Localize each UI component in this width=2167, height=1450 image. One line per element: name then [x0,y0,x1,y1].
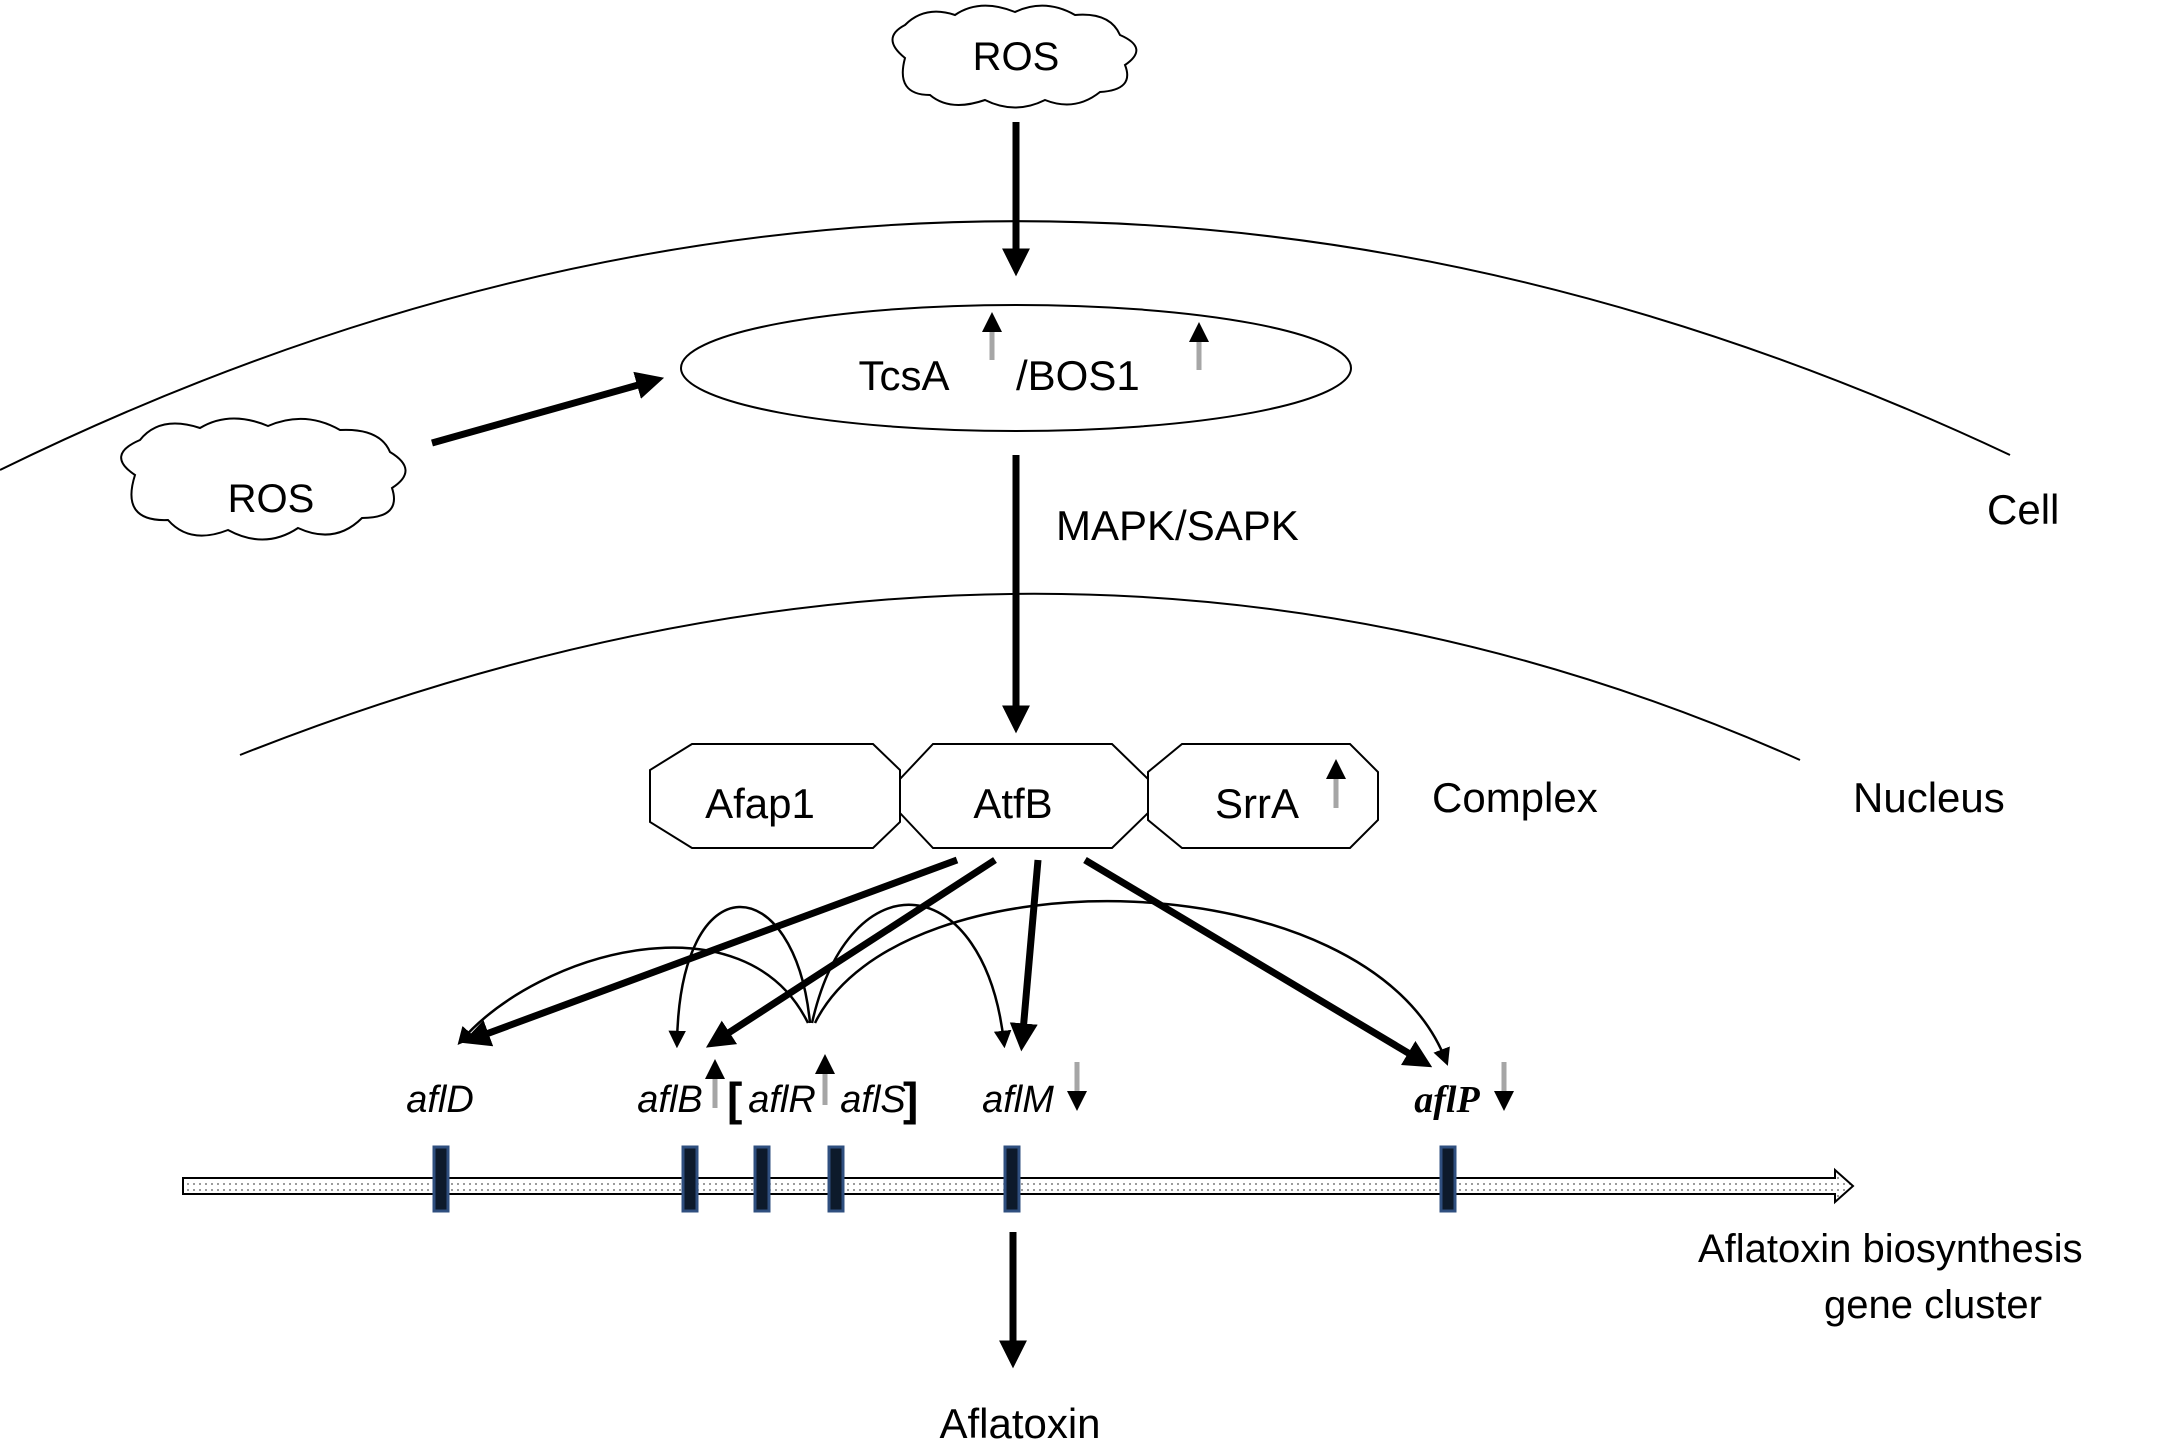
aflr-label: aflR [748,1079,816,1121]
afap1-box [649,743,901,849]
afls-label: aflS [840,1079,905,1121]
arc-aflr-to-aflb [668,905,812,1049]
nucleus-label: Nucleus [1853,774,2005,821]
cell-label: Cell [1987,486,2059,533]
complex-label: Complex [1432,774,1598,821]
aflm-gene-marker [1003,1145,1021,1213]
afap1-label: Afap1 [705,780,815,827]
cluster-label-line1: Aflatoxin biosynthesis [1698,1227,2083,1271]
aflr-afls-bracket-open: [ [727,1073,742,1125]
nuclear-membrane [239,592,1801,761]
arc-aflr-to-aflp [813,899,1450,1066]
srra-box [1147,743,1379,849]
cluster-label-line2: gene cluster [1824,1283,2042,1327]
arrow-ros-left-to-receptor [431,371,665,447]
aflm-label: aflM [982,1079,1054,1121]
aflr-gene-marker [753,1145,771,1213]
aflatoxin-label: Aflatoxin [939,1400,1100,1447]
atfb-label: AtfB [973,780,1052,827]
aflr-afls-bracket-close: ] [903,1073,918,1125]
afld-label: aflD [406,1079,474,1121]
afls-gene-marker [827,1145,845,1213]
ros-left-label: ROS [228,477,315,521]
atfb-box [899,743,1149,849]
cell-membrane [0,220,2011,471]
aflb-gene-marker [681,1145,699,1213]
receptor-tcsa-label: TcsA [858,352,949,399]
aflp-gene-marker [1439,1145,1457,1213]
arc-aflr-to-afld [457,946,810,1045]
arrow-complex-to-aflp [1083,856,1433,1068]
pathway-label: MAPK/SAPK [1056,502,1299,549]
arrow-complex-to-afld [462,856,959,1047]
aflb-label: aflB [637,1079,702,1121]
ros-cloud-top [891,4,1138,109]
aflp-label: aflP [1414,1079,1480,1121]
arrow-complex-to-aflm [1009,859,1042,1052]
ros-top-label: ROS [973,35,1060,79]
arc-aflr-to-aflm [810,903,1012,1049]
ros-cloud-left [120,417,407,541]
afld-gene-marker [432,1145,450,1213]
receptor-bos1-label: /BOS1 [1016,352,1140,399]
arrow-complex-to-aflb [705,857,997,1048]
receptor-ellipse [680,304,1352,432]
srra-label: SrrA [1215,780,1299,827]
